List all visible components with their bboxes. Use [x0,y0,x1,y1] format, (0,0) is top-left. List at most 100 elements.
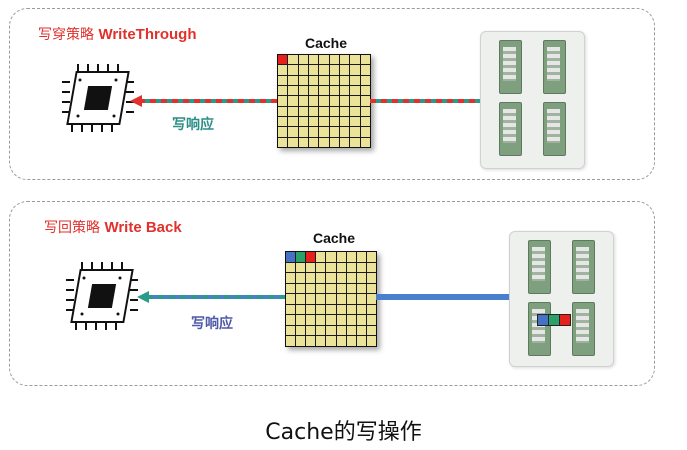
dirty-block-marker [559,314,571,326]
arrow-left-icon [130,95,142,107]
cache-line [298,116,308,127]
cache-line [346,262,356,273]
cache-line [306,273,316,283]
cache-line [286,283,296,294]
cache-line [356,283,366,294]
cache-line [339,106,350,116]
cache-line [366,273,376,283]
cache-line [296,336,306,346]
cache-line [336,273,346,283]
cache-line [308,65,319,75]
cache-line [346,283,356,294]
cache-line [278,137,288,147]
cache-line [286,325,296,336]
cache-line [278,116,288,127]
cache-line [336,336,346,346]
cache-line [350,106,360,116]
cpu-chip-icon [61,63,135,133]
cache-line [288,127,298,137]
cache-line [366,336,376,346]
cache-line [326,273,336,283]
cache-line [296,304,306,315]
cache-line [319,96,329,106]
cache-line [360,55,370,65]
cache-line [278,65,288,75]
cache-line [336,252,346,262]
cache-line [319,85,329,96]
cache-line [306,325,316,336]
cache-line [296,325,306,336]
cache-line [356,262,366,273]
cache-line [339,127,350,137]
cache-line [346,252,356,262]
cache-line [286,273,296,283]
cache-line [336,262,346,273]
cache-line [296,273,306,283]
cache-line [326,262,336,273]
cache-line [278,127,288,137]
cache-line [329,127,339,137]
cache-line [306,252,316,262]
cache-line [306,294,316,304]
cache-line [326,252,336,262]
cache-line [360,85,370,96]
cache-line [346,273,356,283]
cache-line [360,116,370,127]
cache-line [339,116,350,127]
cache-line [316,283,326,294]
cache-line [360,106,370,116]
cache-line [339,96,350,106]
cache-grid [277,54,371,148]
policy-name-cn: 写穿策略 [38,27,94,43]
cache-line [308,55,319,65]
cache-line [329,85,339,96]
cache-line [336,294,346,304]
cache-line [288,75,298,85]
cache-line [308,137,319,147]
cache-line [360,127,370,137]
cache-line [356,294,366,304]
cache-line [308,106,319,116]
cache-line [366,252,376,262]
cache-line [296,315,306,325]
cache-line [329,96,339,106]
cache-line [336,325,346,336]
cache-line [288,96,298,106]
cache-line [329,75,339,85]
policy-name-en: WriteThrough [98,26,197,43]
cache-line [306,262,316,273]
cache-line [306,315,316,325]
cache-line [298,85,308,96]
cache-line [339,85,350,96]
cache-grid [285,251,377,347]
cache-line [296,294,306,304]
cache-line [278,75,288,85]
cache-line [308,75,319,85]
cache-label: Cache [313,230,356,246]
cache-line [308,127,319,137]
cache-line [286,262,296,273]
cache-line [316,262,326,273]
cache-line [319,75,329,85]
cache-line [339,75,350,85]
cache-line [288,106,298,116]
arrow-left-icon [137,291,149,303]
cache-line [350,75,360,85]
cache-line [350,55,360,65]
cache-line [308,96,319,106]
cache-line [346,294,356,304]
cache-line [356,325,366,336]
cache-line [360,65,370,75]
cache-line [346,304,356,315]
cache-line [288,116,298,127]
cache-line [298,127,308,137]
cache-line [288,65,298,75]
cache-line [296,283,306,294]
cache-line [346,325,356,336]
cache-line [350,65,360,75]
write-through-title: 写穿策略 WriteThrough [38,24,197,44]
cache-line [366,325,376,336]
policy-name-en: Write Back [104,219,182,236]
cache-line [278,85,288,96]
